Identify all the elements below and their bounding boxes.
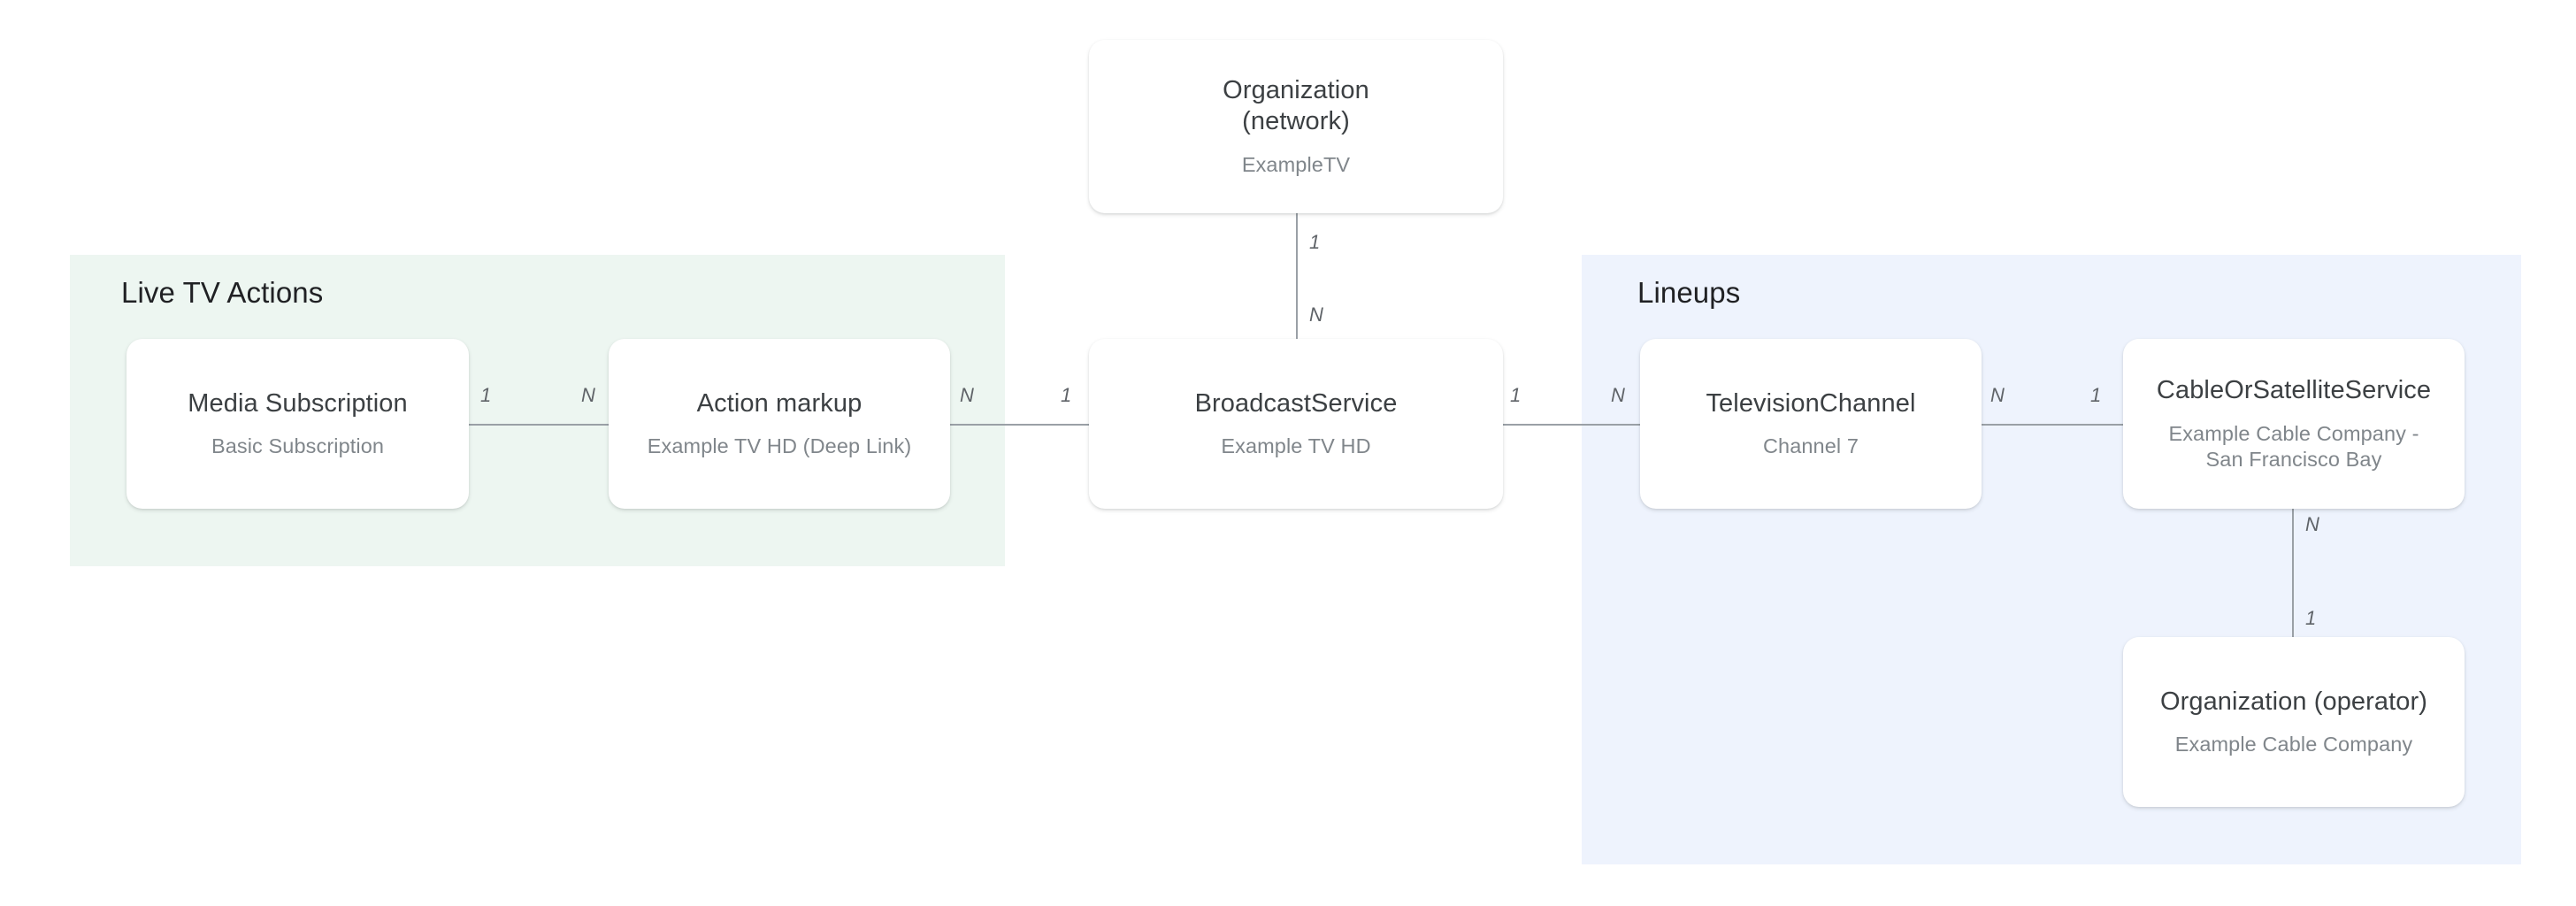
cardinality-television-channel-to-cable-or-satellite-service-from: N — [1990, 384, 2005, 406]
cardinality-action-markup-to-broadcast-service-to: 1 — [1061, 384, 1072, 406]
node-broadcast-service-title: BroadcastService — [1194, 388, 1398, 418]
node-action-markup[interactable]: Action markup Example TV HD (Deep Link) — [609, 339, 950, 509]
node-broadcast-service[interactable]: BroadcastService Example TV HD — [1089, 339, 1503, 509]
node-action-markup-title: Action markup — [696, 388, 862, 418]
cardinality-organization-network-to-broadcast-service-from: 1 — [1309, 231, 1321, 253]
cardinality-organization-network-to-broadcast-service-to: N — [1309, 303, 1323, 326]
node-television-channel-title: TelevisionChannel — [1706, 388, 1916, 418]
node-cable-or-satellite-service-subtitle-line2: San Francisco Bay — [2205, 447, 2382, 471]
cardinality-cable-or-satellite-service-to-organization-operator-to: 1 — [2305, 607, 2317, 629]
node-cable-or-satellite-service-subtitle-line1: Example Cable Company - — [2168, 421, 2419, 445]
cardinality-media-subscription-to-action-markup-from: 1 — [480, 384, 492, 406]
node-organization-network-title: Organization (network) — [1223, 75, 1369, 138]
node-cable-or-satellite-service-subtitle: Example Cable Company - San Francisco Ba… — [2168, 421, 2419, 472]
node-organization-operator[interactable]: Organization (operator) Example Cable Co… — [2123, 637, 2465, 807]
node-organization-network[interactable]: Organization (network) ExampleTV — [1089, 40, 1503, 213]
edge-television-channel-to-cable-or-satellite-service — [1977, 424, 2128, 426]
node-media-subscription-title: Media Subscription — [188, 388, 408, 418]
cardinality-broadcast-service-to-television-channel-from: 1 — [1510, 384, 1522, 406]
edge-broadcast-service-to-television-channel — [1464, 424, 1645, 426]
cardinality-action-markup-to-broadcast-service-from: N — [960, 384, 974, 406]
node-television-channel-subtitle: Channel 7 — [1762, 434, 1859, 458]
node-organization-network-title-line1: Organization — [1223, 76, 1369, 105]
cardinality-broadcast-service-to-television-channel-to: N — [1611, 384, 1625, 406]
node-organization-network-title-line2: (network) — [1242, 107, 1350, 136]
node-organization-network-subtitle: ExampleTV — [1241, 152, 1351, 176]
node-media-subscription[interactable]: Media Subscription Basic Subscription — [126, 339, 469, 509]
node-cable-or-satellite-service-title: CableOrSatelliteService — [2156, 376, 2432, 405]
group-title-live-tv-actions: Live TV Actions — [121, 276, 324, 309]
node-broadcast-service-subtitle: Example TV HD — [1221, 434, 1371, 458]
node-cable-or-satellite-service[interactable]: CableOrSatelliteService Example Cable Co… — [2123, 339, 2465, 509]
edge-cable-or-satellite-service-to-organization-operator — [2292, 507, 2294, 638]
node-action-markup-subtitle: Example TV HD (Deep Link) — [647, 434, 912, 458]
node-organization-operator-subtitle: Example Cable Company — [2174, 733, 2413, 756]
edge-action-markup-to-broadcast-service — [947, 424, 1092, 426]
node-media-subscription-subtitle: Basic Subscription — [211, 434, 385, 458]
edge-media-subscription-to-action-markup — [467, 424, 614, 426]
node-television-channel[interactable]: TelevisionChannel Channel 7 — [1640, 339, 1982, 509]
node-organization-operator-title: Organization (operator) — [2159, 687, 2428, 716]
cardinality-cable-or-satellite-service-to-organization-operator-from: N — [2305, 513, 2319, 535]
edge-organization-network-to-broadcast-service — [1296, 211, 1298, 342]
group-title-lineups: Lineups — [1637, 276, 1741, 309]
cardinality-television-channel-to-cable-or-satellite-service-to: 1 — [2090, 384, 2102, 406]
cardinality-media-subscription-to-action-markup-to: N — [581, 384, 595, 406]
